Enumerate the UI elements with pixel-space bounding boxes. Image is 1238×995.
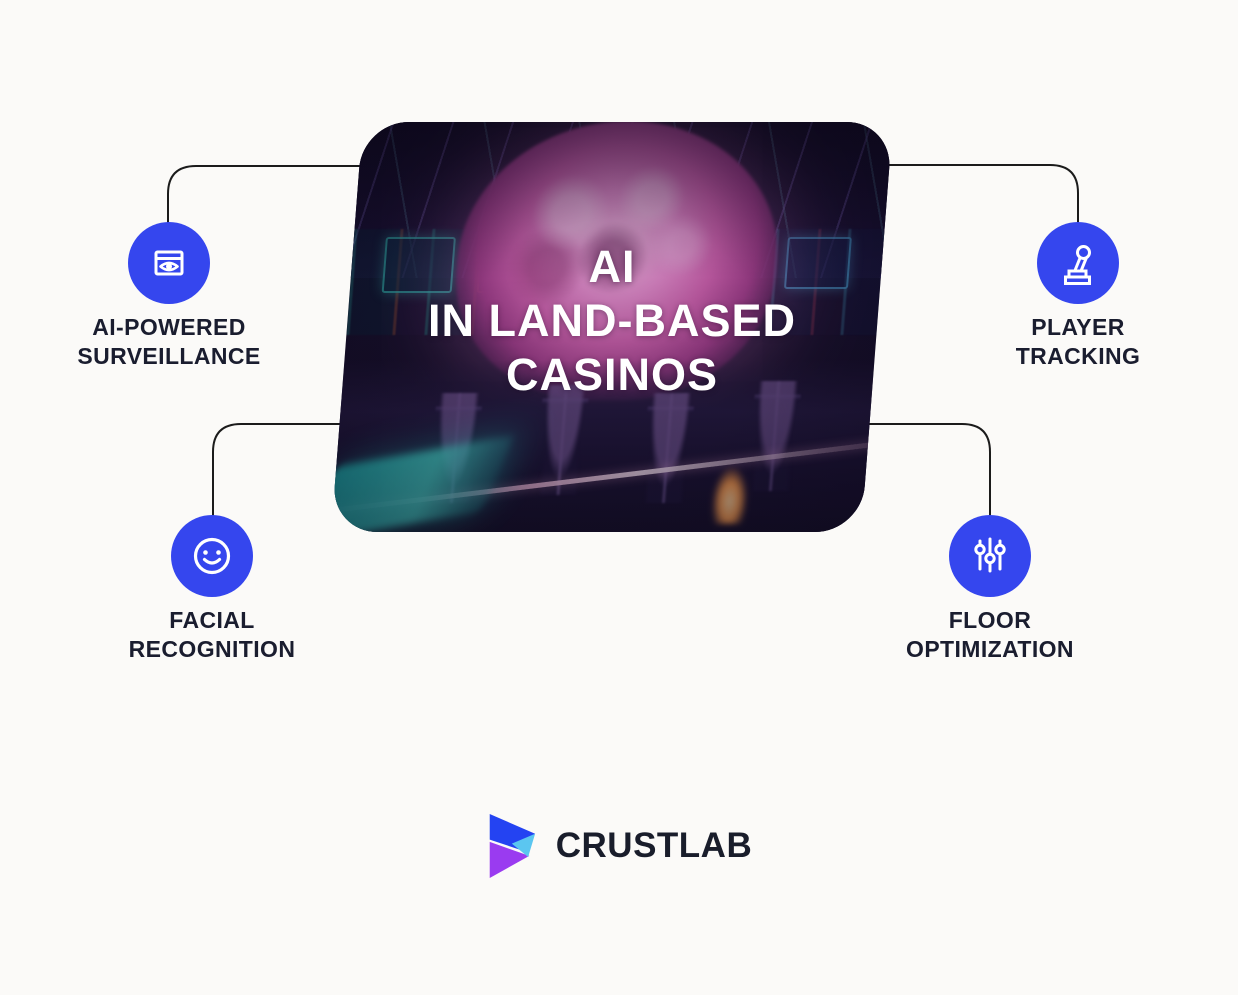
feature-label: FACIAL RECOGNITION [129, 606, 296, 664]
floor-optimization-icon-circle [949, 515, 1031, 597]
footer-brand: CRUSTLAB [0, 810, 1238, 882]
feature-facial-recognition: FACIAL RECOGNITION [72, 515, 352, 664]
joystick-icon [1064, 245, 1091, 285]
casino-image-card [331, 122, 893, 532]
crustlab-wordmark: CRUSTLAB [555, 826, 753, 865]
feature-label-line-2: RECOGNITION [128, 636, 296, 662]
dark-overlay [331, 122, 893, 532]
feature-label: PLAYER TRACKING [1016, 313, 1141, 371]
feature-floor-optimization: FLOOR OPTIMIZATION [850, 515, 1130, 664]
feature-label: FLOOR OPTIMIZATION [906, 606, 1074, 664]
feature-label-line-1: FACIAL [169, 607, 255, 633]
feature-label-line-1: FLOOR [948, 607, 1032, 633]
connector-top-right [883, 164, 1079, 223]
connector-bottom-right [855, 423, 991, 516]
connector-top-left [167, 165, 373, 223]
crustlab-logo-icon [486, 814, 540, 878]
facial-recognition-icon-circle [171, 515, 253, 597]
feature-label-line-1: AI-POWERED [92, 314, 246, 340]
smiley-face-icon [193, 537, 231, 575]
connector-bottom-left [212, 423, 349, 516]
surveillance-window-eye-icon [154, 250, 184, 276]
feature-player-tracking: PLAYER TRACKING [938, 222, 1218, 371]
sliders-icon [974, 537, 1006, 573]
feature-label-line-2: SURVEILLANCE [77, 343, 261, 369]
feature-ai-powered-surveillance: AI-POWERED SURVEILLANCE [29, 222, 309, 371]
feature-label-line-2: TRACKING [1015, 343, 1141, 369]
feature-label: AI-POWERED SURVEILLANCE [77, 313, 260, 371]
surveillance-icon-circle [128, 222, 210, 304]
feature-label-line-2: OPTIMIZATION [906, 636, 1074, 662]
feature-label-line-1: PLAYER [1031, 314, 1125, 340]
player-tracking-icon-circle [1037, 222, 1119, 304]
